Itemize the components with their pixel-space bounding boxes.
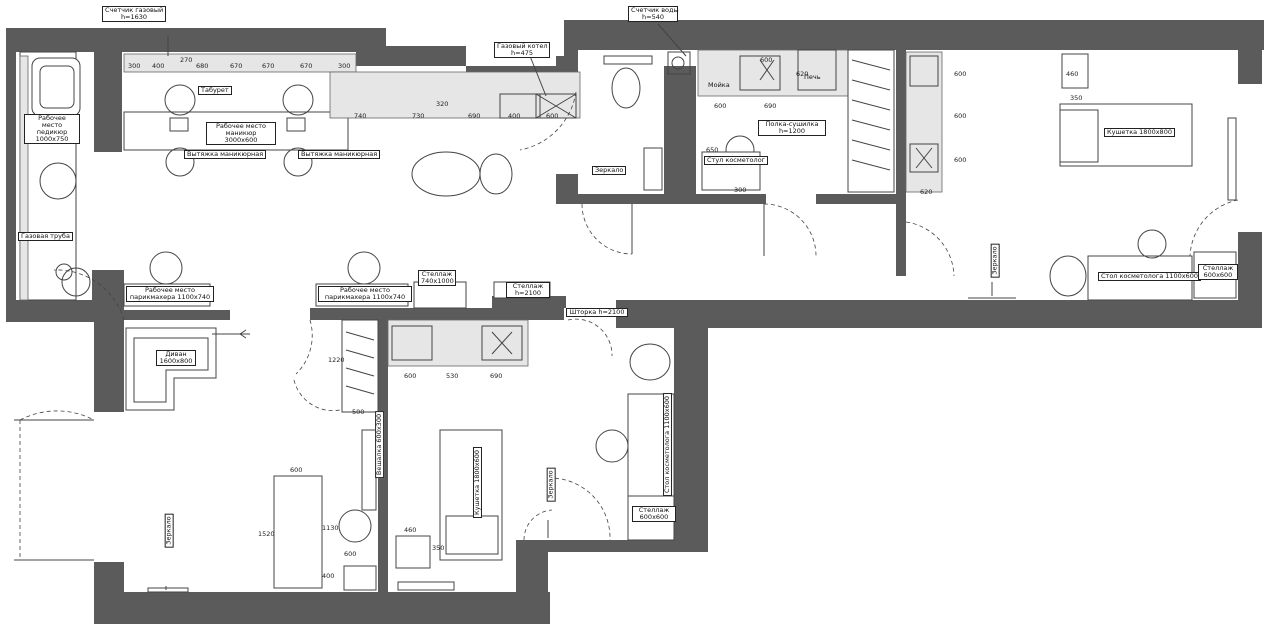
hanger-label: Вешалка 600х300 bbox=[375, 410, 385, 479]
dim-690c: 690 bbox=[490, 372, 503, 380]
dim-620b: 620 bbox=[920, 188, 933, 196]
dim-300a: 300 bbox=[128, 62, 141, 70]
stool-label: Табурет bbox=[198, 86, 232, 95]
mirror-3-label: Зеркало bbox=[546, 467, 556, 502]
dim-600f: 600 bbox=[954, 156, 967, 164]
gas-boiler-label: Газовый котел h=475 bbox=[494, 42, 550, 58]
dim-350: 350 bbox=[1070, 94, 1083, 102]
mirror-2-label: Зеркало bbox=[990, 243, 1000, 278]
sink-label: Мойка bbox=[708, 81, 730, 89]
shelving-label: Стеллаж 740х1000 bbox=[418, 270, 456, 286]
dim-600g: 600 bbox=[404, 372, 417, 380]
dim-740: 740 bbox=[354, 112, 367, 120]
water-meter-title: Счетчик воды bbox=[631, 6, 679, 14]
dim-1220: 1220 bbox=[328, 356, 345, 364]
dim-690b: 690 bbox=[764, 102, 777, 110]
pedicure-stool bbox=[39, 162, 77, 200]
dim-600h: 600 bbox=[290, 466, 303, 474]
kitchen-shelves-title: Полка-сушилка bbox=[765, 120, 819, 128]
dim-320: 320 bbox=[436, 100, 449, 108]
dim-400b: 400 bbox=[508, 112, 521, 120]
dim-600c: 600 bbox=[760, 56, 773, 64]
sofa-label: Диван 1600х800 bbox=[156, 350, 196, 366]
mirror-4-label: Зеркало bbox=[164, 513, 174, 548]
kitchen-shelves-label: Полка-сушилка h=1200 bbox=[758, 120, 826, 136]
gas-meter-label: Счетчик газовый h=1630 bbox=[102, 6, 166, 22]
dim-460: 460 bbox=[1066, 70, 1079, 78]
dim-300b: 300 bbox=[338, 62, 351, 70]
gas-boiler-height: h=475 bbox=[511, 49, 533, 57]
pedicure-master-2-label: Рабочее место парикмахера 1100х740 bbox=[318, 286, 412, 302]
cosmetic-chair-label: Стул косметолог bbox=[704, 156, 769, 165]
couch-2-label: Кушетка 1800х600 bbox=[472, 447, 482, 518]
dim-730: 730 bbox=[412, 112, 425, 120]
dim-690: 690 bbox=[468, 112, 481, 120]
curtain-label: Шторка h=2100 bbox=[566, 308, 628, 317]
dim-680: 680 bbox=[196, 62, 209, 70]
doors bbox=[14, 91, 1239, 561]
workplace-pedicure-label: Рабочее место педикюр 1000х750 bbox=[24, 114, 80, 144]
dim-620: 620 bbox=[796, 70, 809, 78]
shelf-note-label: Стеллаж h=2100 bbox=[506, 282, 550, 298]
dim-270: 270 bbox=[180, 56, 193, 64]
gas-meter-height: h=1630 bbox=[120, 13, 148, 21]
cabinet-2-label: Стеллаж 600х600 bbox=[632, 506, 676, 522]
dim-650: 650 bbox=[706, 146, 719, 154]
dim-460b: 460 bbox=[404, 526, 417, 534]
dim-500: 500 bbox=[352, 408, 365, 416]
dim-600d: 600 bbox=[954, 70, 967, 78]
dim-670b: 670 bbox=[262, 62, 275, 70]
oven-label: Печь bbox=[804, 73, 821, 81]
dim-530: 530 bbox=[446, 372, 459, 380]
cabinet-1-label: Стеллаж 600х600 bbox=[1198, 264, 1238, 280]
dim-400c: 400 bbox=[322, 572, 335, 580]
water-meter-label: Счетчик воды h=540 bbox=[628, 6, 679, 22]
dim-600b: 600 bbox=[714, 102, 727, 110]
dim-600e: 600 bbox=[954, 112, 967, 120]
dim-670a: 670 bbox=[230, 62, 243, 70]
couch-1-label: Кушетка 1800х800 bbox=[1104, 128, 1175, 137]
shelf-small bbox=[1061, 53, 1089, 89]
kitchen-shelves-height: h=1200 bbox=[778, 127, 806, 135]
hood-right-label: Вытяжка маникюрная bbox=[298, 150, 381, 159]
workplace-nail-label: Рабочее место маникюр 3000х600 bbox=[206, 122, 276, 145]
water-meter-height: h=540 bbox=[642, 13, 664, 21]
dim-1520: 1520 bbox=[258, 530, 275, 538]
hood-left-label: Вытяжка маникюрная bbox=[184, 150, 267, 159]
dim-350b: 350 bbox=[432, 544, 445, 552]
table-2-label: Стол косметолога 1100х600 bbox=[663, 392, 673, 497]
dim-600: 600 bbox=[546, 112, 559, 120]
dim-670c: 670 bbox=[300, 62, 313, 70]
furniture bbox=[19, 49, 1237, 593]
dim-400: 400 bbox=[152, 62, 165, 70]
pedicure-chair bbox=[31, 57, 81, 117]
dim-600i: 600 bbox=[344, 550, 357, 558]
mirror-1-label: Зеркало bbox=[592, 166, 627, 175]
gas-pipe-label: Газовая труба bbox=[18, 232, 73, 241]
dim-1130: 1130 bbox=[322, 524, 339, 532]
pedicure-master-1-label: Рабочее место парикмахера 1100х740 bbox=[126, 286, 214, 302]
table-1-label: Стол косметолога 1100х600 bbox=[1098, 272, 1202, 281]
dim-300c: 300 bbox=[734, 186, 747, 194]
gas-meter-title: Счетчик газовый bbox=[105, 6, 164, 14]
gas-boiler-title: Газовый котел bbox=[497, 42, 548, 50]
leaders bbox=[165, 23, 1016, 590]
